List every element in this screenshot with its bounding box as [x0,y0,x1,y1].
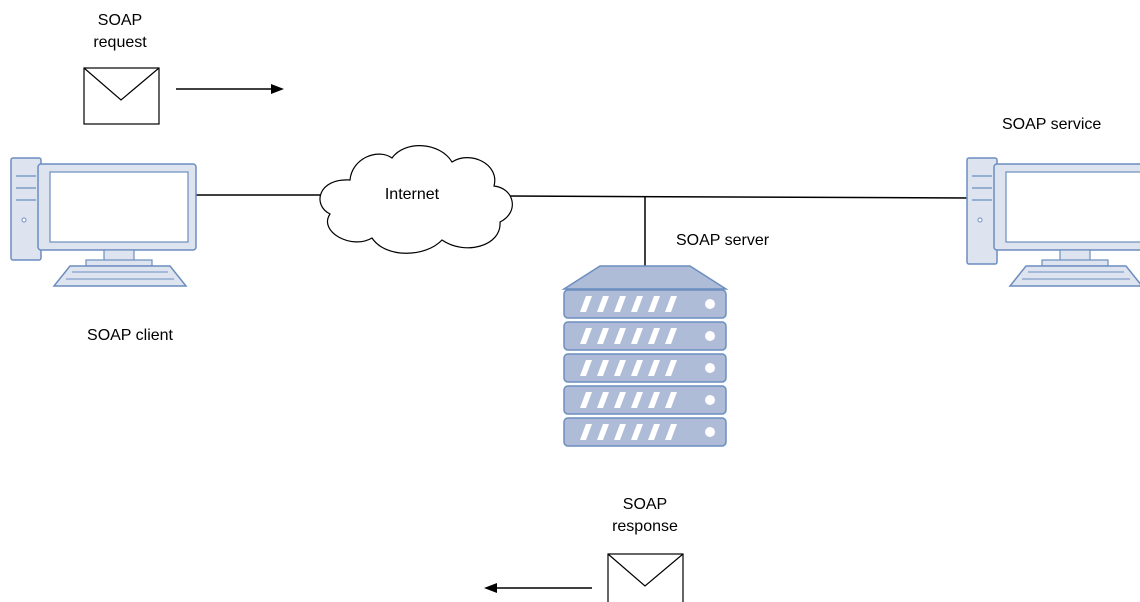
response-envelope-icon [607,553,684,602]
soap-request-line2: request [93,34,147,51]
soap-request-label: SOAP request [60,10,180,54]
service-computer-icon [966,157,1140,287]
request-envelope-icon [83,67,160,125]
request-arrow-icon [176,84,284,94]
internet-label: Internet [384,186,440,203]
soap-client-label: SOAP client [87,327,173,344]
server-unit [563,385,727,415]
server-unit [563,417,727,447]
soap-server-label: SOAP server [676,232,770,249]
internet-cloud-icon [319,145,513,254]
response-arrow-icon [484,583,592,593]
server-unit [563,353,727,383]
network-links [196,194,968,266]
internet-to-service-link [504,195,968,199]
soap-request-line1: SOAP [97,12,143,29]
soap-response-label: SOAP response [585,494,705,538]
client-computer-icon [10,157,197,287]
server-rack-icon [561,265,729,447]
soap-response-line1: SOAP [622,496,668,513]
soap-response-line2: response [612,518,678,535]
server-unit [563,321,727,351]
soap-service-label: SOAP service [1002,116,1102,133]
server-unit [563,289,727,319]
